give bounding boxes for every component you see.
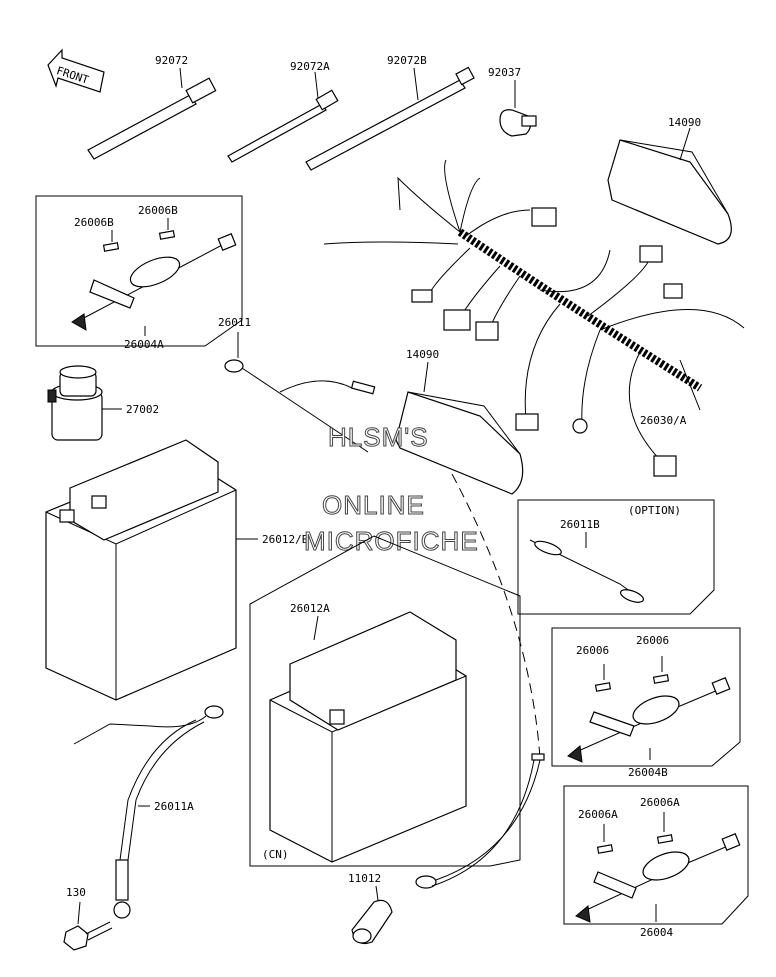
box-option-26011B [517, 499, 715, 615]
cable-tie-92072A [227, 71, 339, 163]
label-92037-92072B: 92072B [387, 54, 427, 67]
watermark: HLSM'S ONLINE MICROFICHE [304, 422, 479, 557]
label-27002: 27002 [126, 403, 159, 416]
label-26012A: 26012A [290, 602, 330, 615]
cover-14090-top [607, 127, 732, 245]
label-26006A-1: 26006A [578, 808, 618, 821]
lead-26011 [224, 332, 376, 453]
clamp-92037 [499, 80, 537, 137]
cable-tie-92072B [305, 66, 475, 171]
label-26004A: 26004A [124, 338, 164, 351]
label-26004B: 26004B [628, 766, 668, 779]
watermark-line-1: HLSM'S [328, 422, 429, 452]
label-26006-2: 26006 [636, 634, 669, 647]
label-26011B: 26011B [560, 518, 600, 531]
front-arrow: FRONT [47, 48, 105, 93]
label-130: 130 [66, 886, 86, 899]
box-26004B [551, 627, 741, 767]
bolt-130 [63, 901, 113, 951]
label-14090-top: 14090 [668, 116, 701, 129]
wire-harness-26030A [323, 159, 745, 477]
watermark-line-3: MICROFICHE [304, 526, 479, 556]
cap-11012 [351, 885, 393, 945]
cover-14090-mid [395, 361, 524, 495]
label-26006-1: 26006 [576, 644, 609, 657]
label-26012B: 26012/B [262, 533, 309, 546]
relay-27002 [47, 365, 122, 441]
label-26006B-2: 26006B [138, 204, 178, 217]
lead-battery-cable [415, 753, 545, 889]
label-26006A-2: 26006A [640, 796, 680, 809]
label-14090-mid: 14090 [406, 348, 439, 361]
watermark-line-2: ONLINE [322, 490, 425, 520]
label-92072: 92072 [155, 54, 188, 67]
label-26011A: 26011A [154, 800, 194, 813]
dashed-link [451, 473, 541, 759]
cable-tie-92072 [87, 67, 217, 160]
box-26012A-cn [249, 535, 521, 867]
label-cn: (CN) [262, 848, 289, 861]
battery-26012B [45, 439, 258, 701]
label-26006B-1: 26006B [74, 216, 114, 229]
label-92072A: 92072A [290, 60, 330, 73]
box-26004A [35, 195, 243, 347]
label-92037: 92037 [488, 66, 521, 79]
box-26004 [563, 785, 749, 925]
label-option: (OPTION) [628, 504, 681, 517]
label-26011: 26011 [218, 316, 251, 329]
label-26004: 26004 [640, 926, 673, 939]
label-11012: 11012 [348, 872, 381, 885]
label-26030A: 26030/A [640, 414, 687, 427]
lead-26011A [73, 705, 224, 919]
